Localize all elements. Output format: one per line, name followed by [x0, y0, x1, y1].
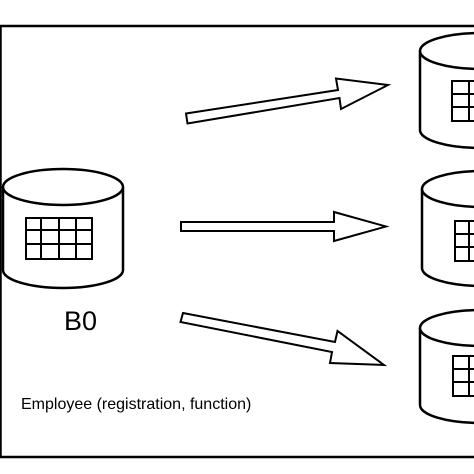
table-grid-icon — [25, 217, 93, 260]
arrow-to-target-2 — [180, 210, 390, 243]
target-database-3 — [418, 308, 474, 425]
arrow-to-target-3 — [179, 311, 388, 367]
table-grid-icon — [452, 355, 474, 397]
arrow-to-target-1 — [184, 77, 392, 125]
target-database-1 — [418, 31, 474, 150]
source-table-label: B0 — [64, 306, 98, 336]
source-database-b0 — [1, 167, 125, 290]
table-grid-icon — [454, 220, 474, 262]
target-database-2 — [420, 169, 474, 288]
table-caption: Employee (registration, function) — [21, 396, 252, 413]
table-grid-icon — [451, 80, 474, 122]
diagram-frame — [0, 24, 474, 459]
